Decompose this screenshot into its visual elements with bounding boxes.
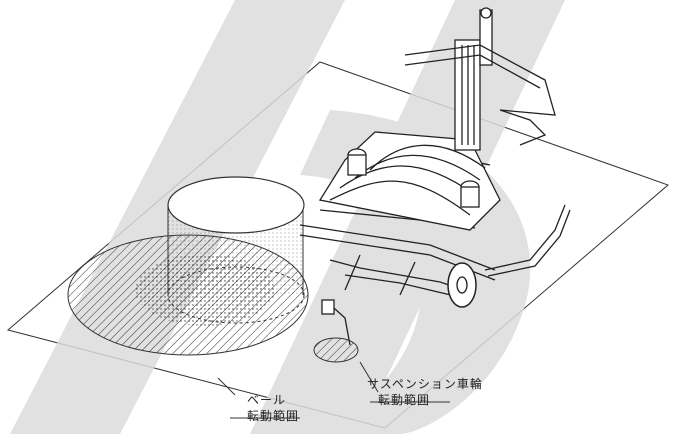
leader-lines xyxy=(217,361,450,419)
suspension-label-line2: 転動範囲 xyxy=(378,392,430,407)
suspension-wheel-range xyxy=(313,337,359,363)
bale-label-line1: ベール xyxy=(247,393,286,407)
bale-label-line2: 転動範囲 xyxy=(247,408,299,423)
bale-wrapper-machine xyxy=(299,7,571,346)
bale-cylinder xyxy=(167,176,305,324)
suspension-label-line1: サスペンション車輪 xyxy=(367,376,483,391)
